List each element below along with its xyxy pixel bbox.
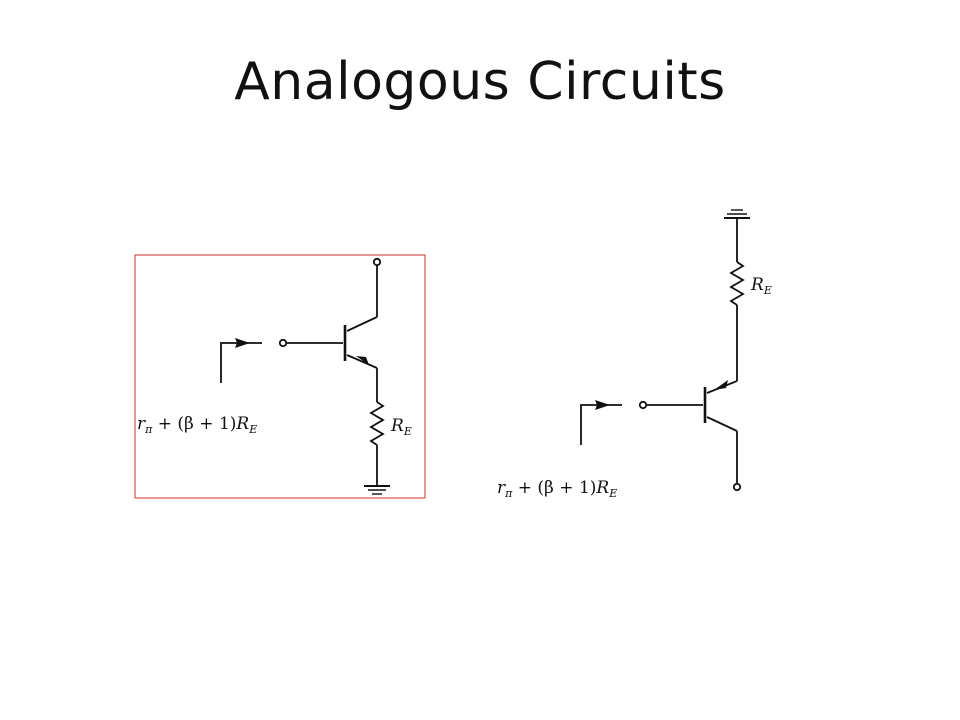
- right-resistor-label: RE: [750, 275, 772, 297]
- collector-lead: [346, 316, 378, 332]
- expr-middle-right: + (β + 1): [512, 478, 596, 498]
- looking-in-marker-right: [580, 404, 600, 445]
- right-resistor: [729, 261, 745, 306]
- right-resistor-label-main: R: [750, 275, 764, 295]
- left-resistor-label-sub: E: [403, 425, 412, 438]
- emitter-arrow-right: [714, 380, 728, 390]
- emitter-lead: [346, 354, 378, 369]
- collector-terminal: [372, 257, 382, 267]
- expr-middle: + (β + 1): [152, 414, 236, 434]
- expr-R-sub-right: E: [608, 487, 617, 500]
- expr-R-sub: E: [248, 423, 257, 436]
- left-resistor-label: RE: [390, 416, 412, 438]
- emitter-arrow: [356, 356, 369, 365]
- emitter-resistor: [369, 401, 385, 446]
- expr-r-right: r: [497, 478, 506, 498]
- expr-r: r: [137, 414, 146, 434]
- base-terminal: [278, 338, 288, 348]
- ground-icon: [364, 485, 390, 495]
- left-circuit: RE rπ + (β + 1)RE: [134, 254, 426, 499]
- highlight-box: [134, 254, 426, 499]
- collector-lead-right: [706, 416, 738, 432]
- base-terminal-right: [638, 400, 648, 410]
- right-resistor-label-sub: E: [763, 284, 772, 297]
- right-circuit: RE rπ + (β + 1)RE: [497, 209, 772, 500]
- collector-terminal-right: [732, 482, 742, 492]
- expr-R: R: [235, 414, 249, 434]
- left-resistor-label-main: R: [390, 416, 404, 436]
- slide-title: Analogous Circuits: [234, 52, 726, 112]
- expr-r-sub: π: [144, 423, 153, 436]
- right-impedance-expression: rπ + (β + 1)RE: [497, 478, 617, 500]
- left-impedance-expression: rπ + (β + 1)RE: [137, 414, 257, 436]
- looking-in-arrow-right: [595, 400, 610, 410]
- looking-in-arrow: [235, 338, 250, 348]
- expr-R-right: R: [595, 478, 609, 498]
- looking-in-marker: [220, 342, 240, 383]
- expr-r-sub-right: π: [504, 487, 513, 500]
- supply-icon: [724, 209, 750, 219]
